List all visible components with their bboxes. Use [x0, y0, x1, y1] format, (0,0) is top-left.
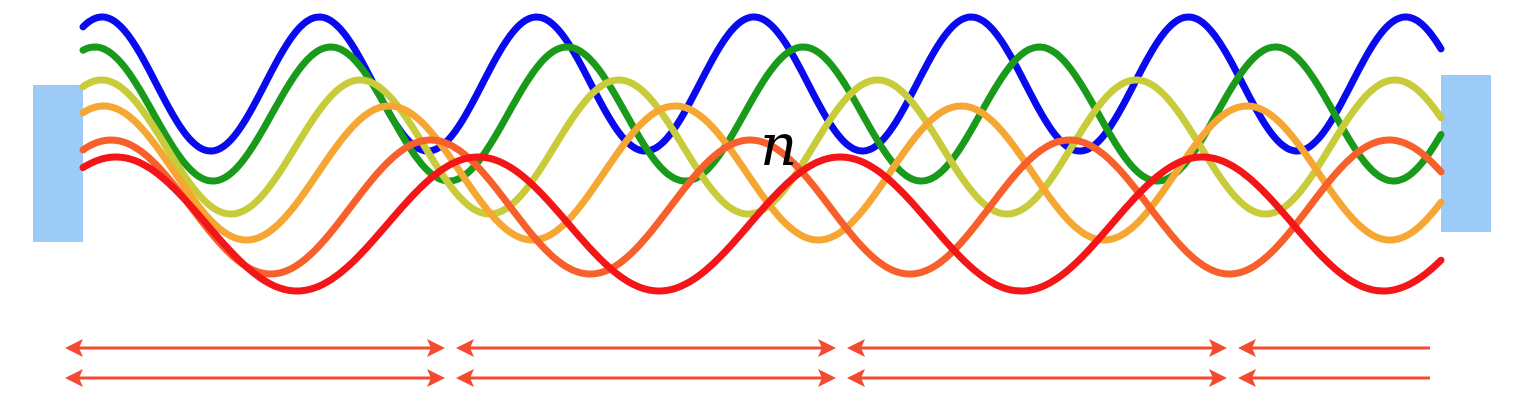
- arrow-row1-segment4: [1238, 339, 1430, 357]
- refractive-index-label: n: [760, 111, 797, 179]
- arrow-row2-segment4: [1238, 369, 1430, 387]
- right-mirror: [1441, 75, 1491, 232]
- wave-orange-red: [79, 136, 1445, 278]
- round-trip-arrows: [65, 339, 1430, 387]
- wave-green: [79, 43, 1445, 185]
- arrow-row2-segment3: [847, 369, 1227, 387]
- wave-red: [79, 153, 1445, 295]
- arrow-row1-segment3: [847, 339, 1227, 357]
- standing-waves: [79, 13, 1445, 295]
- arrow-row2-segment1: [65, 369, 445, 387]
- arrow-row2-segment2: [456, 369, 836, 387]
- wave-blue: [79, 13, 1445, 155]
- arrow-row1-segment1: [65, 339, 445, 357]
- wave-orange: [79, 102, 1445, 244]
- arrow-row1-segment2: [456, 339, 836, 357]
- left-mirror: [33, 85, 83, 242]
